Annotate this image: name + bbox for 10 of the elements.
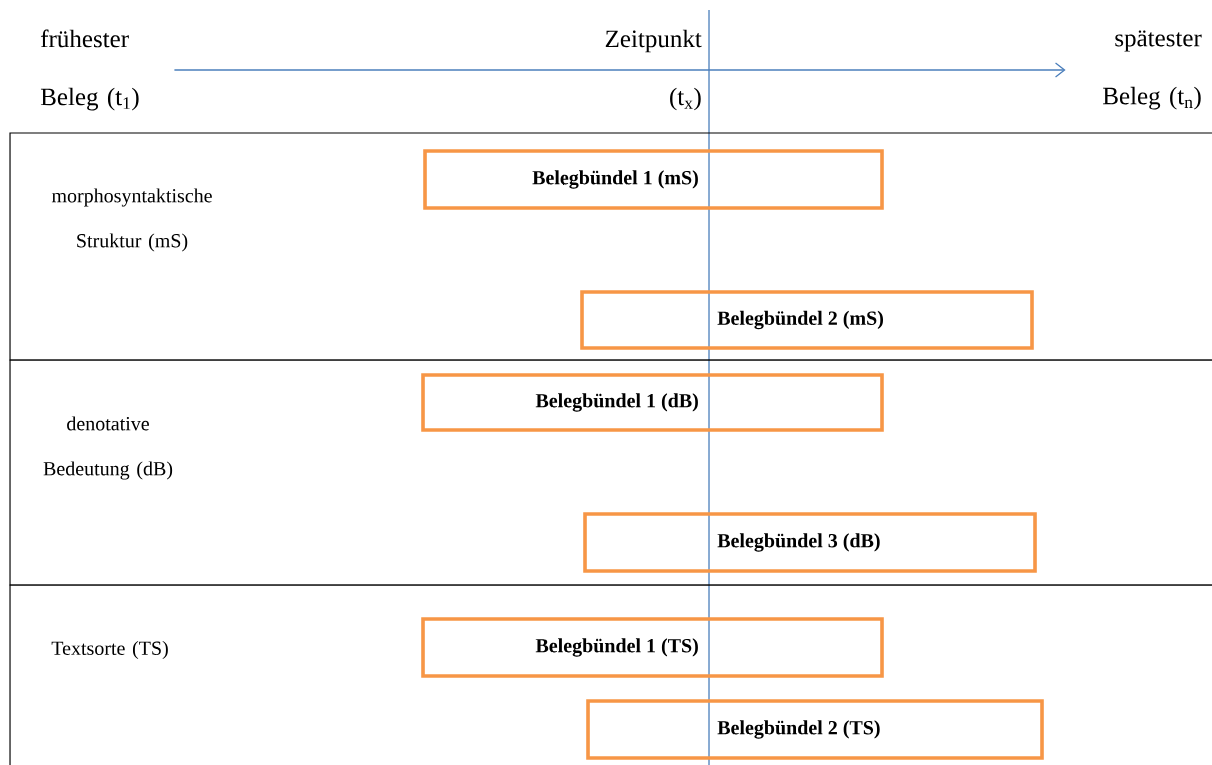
timeline-arrow bbox=[173, 62, 1066, 78]
evidence-box: Belegbündel 1 (TS) bbox=[421, 617, 884, 678]
evidence-box: Belegbündel 3 (dB) bbox=[583, 512, 1037, 573]
evidence-box: Belegbündel 2 (mS) bbox=[580, 290, 1034, 350]
evidence-box: Belegbündel 1 (dB) bbox=[421, 373, 884, 432]
time-label: Zeitpunkt (t$_{x}$) bbox=[605, 29, 702, 111]
time-label: spätester Beleg (t$_{n}$) bbox=[1103, 30, 1202, 110]
evidence-box: Belegbündel 2 (TS) bbox=[586, 699, 1044, 760]
evidence-box: Belegbündel 1 (mS) bbox=[423, 149, 884, 210]
time-label: frühester Beleg (t$_{1}$) bbox=[40, 29, 139, 111]
